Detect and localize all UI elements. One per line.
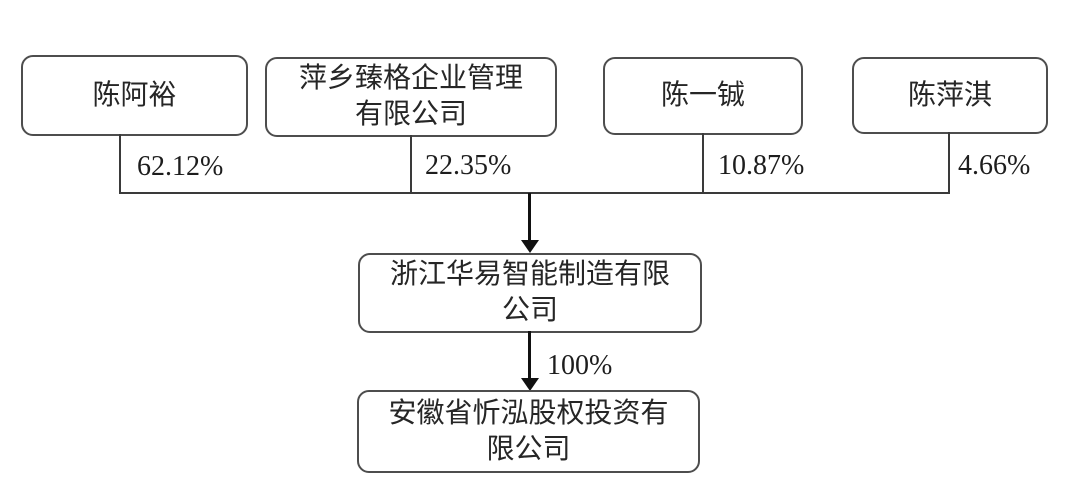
- shareholder-box-pingxiang-zhenge: 萍乡臻格企业管理有限公司: [265, 57, 557, 137]
- arrow-shaft: [528, 193, 531, 241]
- shareholder-box-chen-a-yu: 陈阿裕: [21, 55, 248, 136]
- subsidiary-box: 安徽省忻泓股权投资有限公司: [357, 390, 700, 473]
- shareholder-box-chen-ping-qi: 陈萍淇: [852, 57, 1048, 134]
- ownership-percent-label: 4.66%: [958, 150, 1031, 181]
- connector-line-vertical: [702, 133, 704, 194]
- ownership-percent-label: 10.87%: [718, 150, 805, 181]
- shareholder-name: 陈阿裕: [92, 79, 177, 111]
- connector-line-horizontal-bus: [119, 192, 950, 194]
- arrow-shaft: [528, 331, 531, 379]
- arrow-down-icon: [521, 240, 539, 253]
- shareholder-name: 萍乡臻格企业管理有限公司: [298, 63, 523, 130]
- ownership-percent-label: 100%: [547, 350, 613, 381]
- connector-line-vertical: [948, 132, 950, 194]
- ownership-percent-label: 22.35%: [425, 150, 512, 181]
- shareholder-box-chen-yi-cheng: 陈一铖: [603, 57, 803, 135]
- arrow-down-icon: [521, 378, 539, 391]
- subsidiary-name: 安徽省忻泓股权投资有限公司: [388, 397, 669, 465]
- shareholder-name: 陈萍淇: [907, 79, 992, 111]
- ownership-percent-label: 62.12%: [137, 151, 224, 182]
- holding-company-name: 浙江华易智能制造有限公司: [389, 259, 670, 326]
- connector-line-vertical: [410, 135, 412, 194]
- shareholder-name: 陈一铖: [660, 80, 745, 112]
- connector-line-vertical: [119, 134, 121, 194]
- holding-company-box: 浙江华易智能制造有限公司: [358, 253, 702, 333]
